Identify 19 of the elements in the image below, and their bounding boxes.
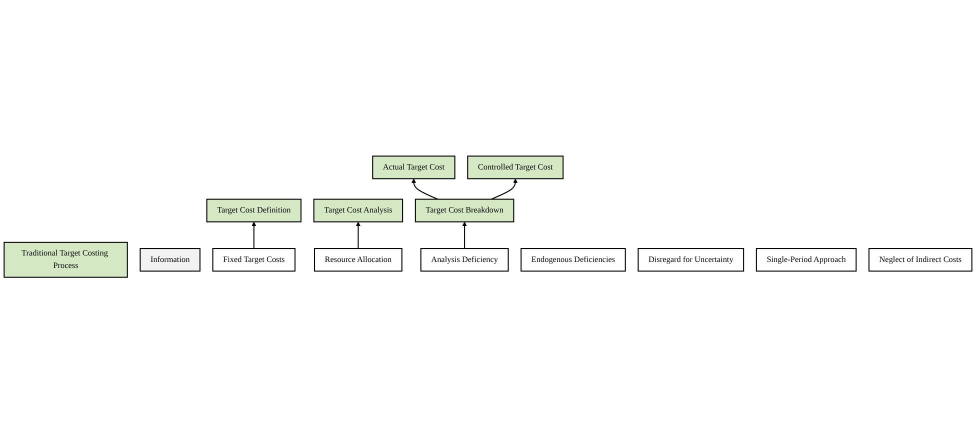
node-box: Single-Period Approach: [756, 248, 857, 272]
node-box: Target Cost Definition: [206, 199, 302, 223]
node-box: Target Cost Analysis: [313, 199, 404, 223]
node-box: Target Cost Breakdown: [414, 199, 514, 223]
arrow: [462, 222, 467, 249]
node-box: Resource Allocation: [314, 248, 402, 272]
node-box: Neglect of Indirect Costs: [868, 248, 972, 272]
arrow: [252, 222, 256, 249]
arrow: [411, 178, 438, 200]
node-box: Actual Target Cost: [372, 156, 456, 180]
node-box: Endogenous Deficiencies: [520, 248, 626, 272]
node-box: Traditional Target Costing Process: [4, 242, 128, 278]
node-box: Information: [140, 248, 200, 272]
node-box: Disregard for Uncertainty: [638, 248, 744, 272]
arrow: [356, 222, 360, 249]
node-box: Fixed Target Costs: [212, 248, 296, 272]
node-box: Controlled Target Cost: [467, 156, 564, 180]
arrow: [490, 178, 518, 200]
node-box: Analysis Deficiency: [420, 248, 509, 272]
